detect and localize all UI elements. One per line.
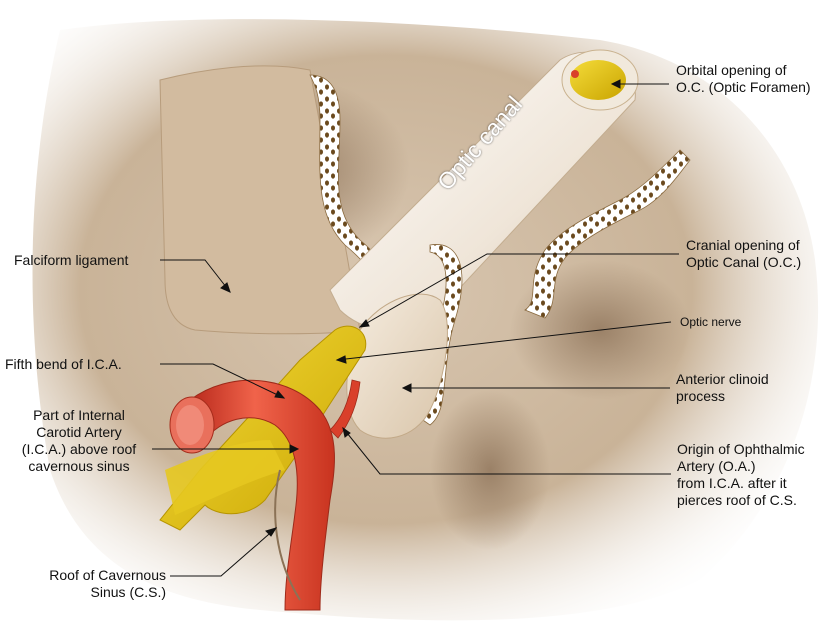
label-origin-oa: Origin of Ophthalmic Artery (O.A.) from … <box>677 441 837 509</box>
label-anterior-clinoid: Anterior clinoid process <box>676 371 826 405</box>
artery-cut-lumen <box>176 405 204 445</box>
label-falciform-ligament: Falciform ligament <box>14 252 159 269</box>
orbital-opening-artery-dot <box>571 70 579 78</box>
label-part-of-ica: Part of Internal Carotid Artery (I.C.A.)… <box>8 407 150 475</box>
label-roof-cavernous-sinus: Roof of Cavernous Sinus (C.S.) <box>4 567 166 601</box>
label-orbital-opening: Orbital opening of O.C. (Optic Foramen) <box>676 62 836 96</box>
label-fifth-bend: Fifth bend of I.C.A. <box>5 356 157 373</box>
orbital-opening-nerve <box>570 60 626 100</box>
label-optic-nerve: Optic nerve <box>680 315 800 330</box>
deep-shadow-lower <box>430 390 550 550</box>
label-cranial-opening: Cranial opening of Optic Canal (O.C.) <box>686 237 836 271</box>
